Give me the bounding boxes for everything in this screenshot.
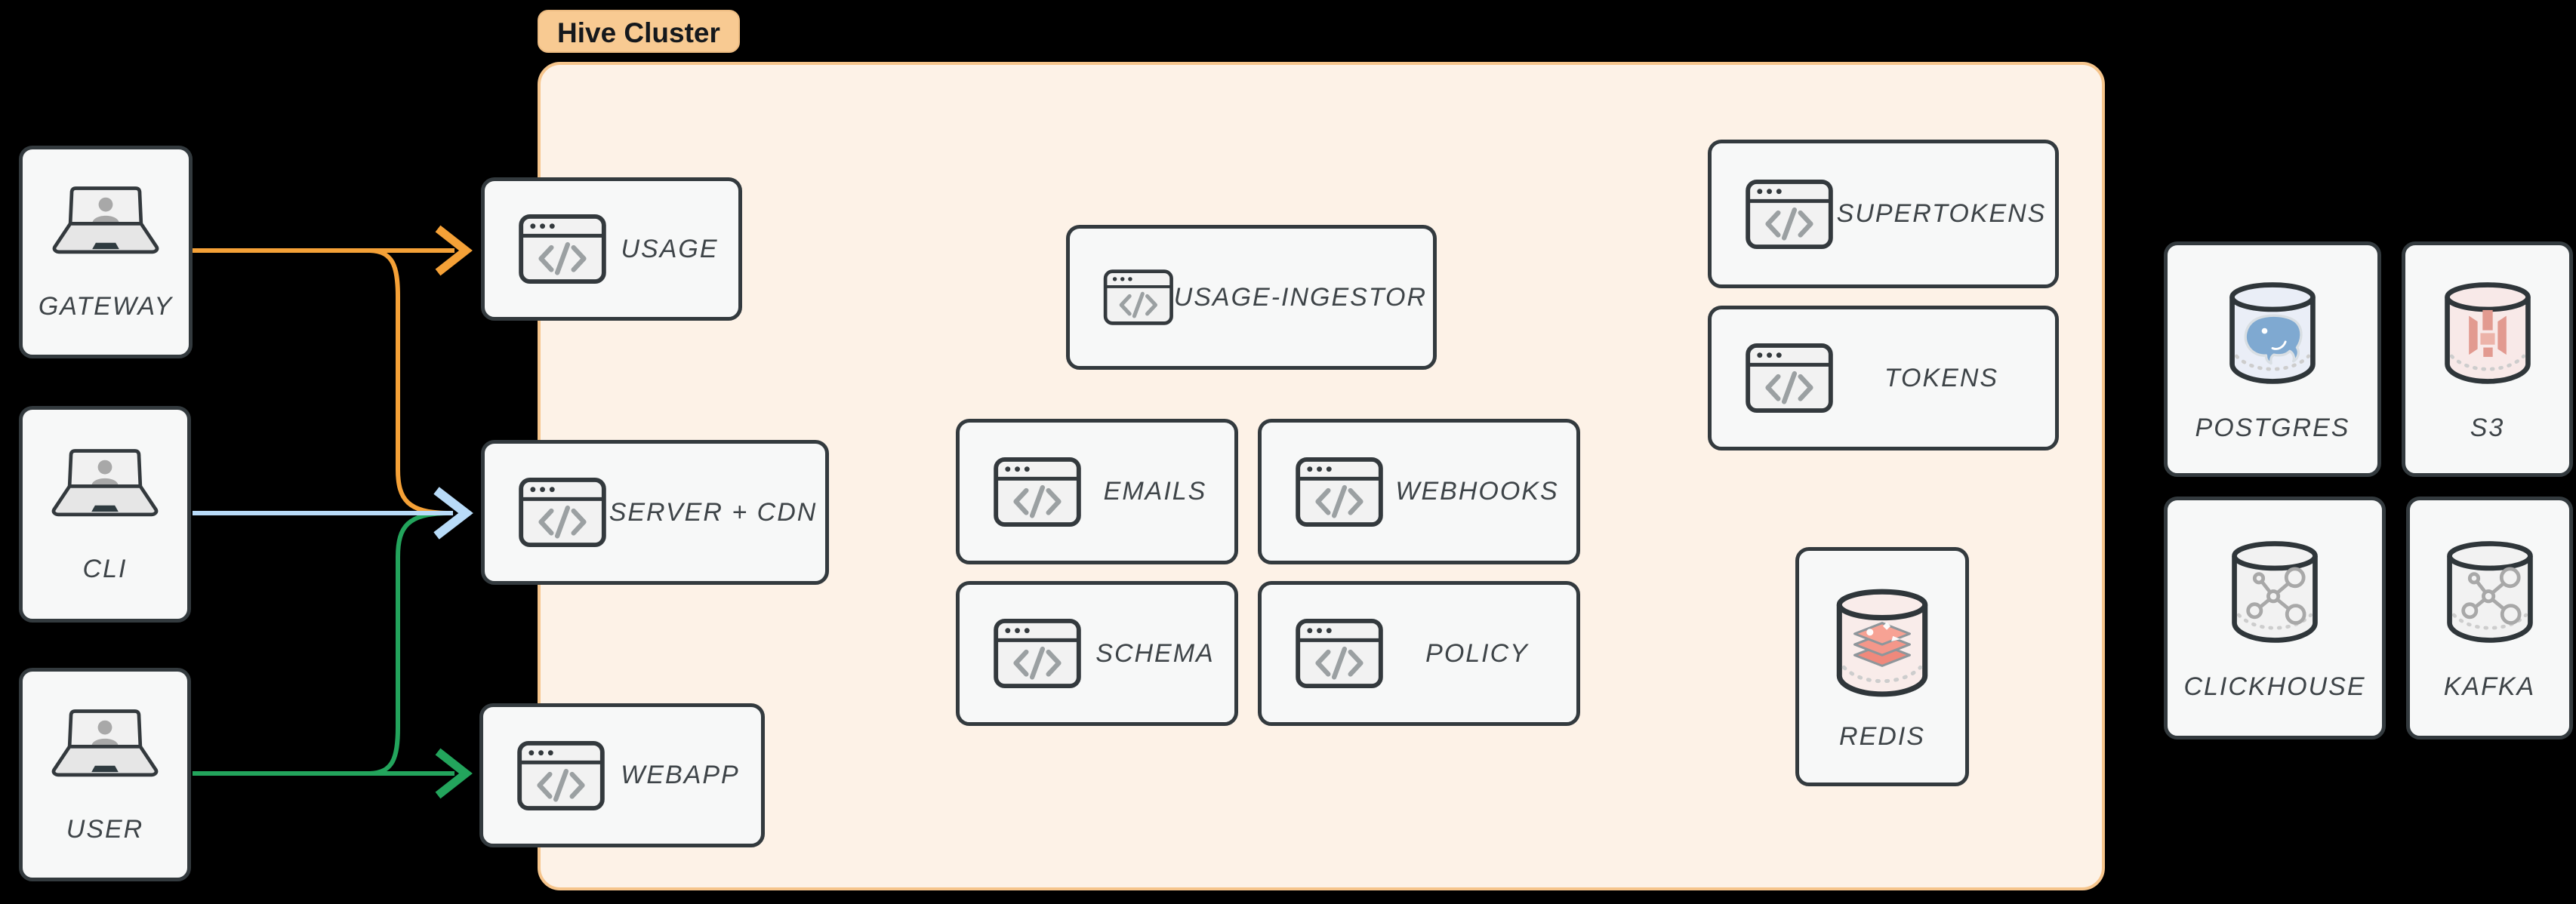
edge-user-to-server-cdn	[369, 511, 448, 776]
node-label: WEBHOOKS	[1395, 477, 1559, 506]
code-window-icon	[994, 618, 1081, 689]
node-label: USAGE-INGESTOR	[1173, 282, 1427, 312]
node-webapp: WEBAPP	[479, 703, 765, 847]
node-label: WEBAPP	[621, 761, 740, 789]
node-label: CLICKHOUSE	[2183, 672, 2366, 701]
code-window-icon	[1296, 618, 1383, 689]
arrowhead-usage	[435, 225, 473, 276]
node-label: USAGE	[621, 234, 719, 263]
node-policy: POLICY	[1258, 581, 1580, 726]
database-cylinder-redis-icon	[1836, 589, 1928, 697]
node-emails: EMAILS	[956, 419, 1238, 564]
node-label: S3	[2470, 414, 2505, 442]
code-window-icon	[1296, 457, 1383, 527]
node-postgres: POSTGRES	[2164, 241, 2381, 477]
code-window-icon	[1746, 343, 1833, 414]
node-label: KAFKA	[2443, 672, 2536, 701]
node-user: USER	[19, 668, 191, 881]
code-window-icon	[519, 477, 606, 548]
node-clickhouse: CLICKHOUSE	[2164, 497, 2386, 739]
node-label: TOKENS	[1884, 363, 1999, 392]
code-window-icon	[519, 214, 606, 284]
node-server-cdn: SERVER + CDN	[481, 440, 829, 585]
node-tokens: TOKENS	[1708, 306, 2059, 450]
node-label: SCHEMA	[1095, 638, 1215, 668]
code-window-icon	[517, 740, 605, 810]
laptop-user-icon	[51, 448, 159, 516]
node-usage: USAGE	[481, 177, 742, 321]
node-label: CLI	[82, 554, 128, 583]
laptop-user-icon	[51, 709, 159, 776]
code-window-icon	[994, 457, 1081, 527]
edge-gateway-to-server-cdn	[369, 248, 448, 515]
node-supertokens: SUPERTOKENS	[1708, 140, 2059, 288]
node-label: POLICY	[1425, 638, 1529, 668]
node-s3: S3	[2402, 241, 2573, 477]
node-label: GATEWAY	[38, 292, 174, 321]
arrowhead-webapp	[435, 748, 473, 799]
node-gateway: GATEWAY	[19, 146, 193, 358]
database-cylinder-network-icon	[2232, 541, 2318, 643]
node-label: EMAILS	[1103, 477, 1207, 506]
database-cylinder-postgres-icon	[2229, 282, 2316, 384]
database-cylinder-s3-icon	[2444, 282, 2531, 384]
node-kafka: KAFKA	[2406, 497, 2573, 739]
laptop-user-icon	[52, 186, 159, 254]
node-webhooks: WEBHOOKS	[1258, 419, 1580, 564]
node-label: SERVER + CDN	[609, 497, 818, 527]
node-label: SUPERTOKENS	[1836, 199, 2047, 228]
node-label: POSTGRES	[2195, 414, 2350, 442]
code-window-icon	[1746, 179, 1833, 249]
node-redis: REDIS	[1795, 547, 1969, 786]
node-label: REDIS	[1839, 722, 1925, 751]
database-cylinder-network-icon	[2446, 541, 2533, 643]
node-label: USER	[66, 814, 144, 844]
node-cli: CLI	[19, 406, 191, 623]
code-window-icon	[1103, 269, 1173, 325]
node-usage-ingestor: USAGE-INGESTOR	[1066, 225, 1437, 370]
arrowhead-server-cdn	[433, 487, 473, 540]
hive-cluster-label: Hive Cluster	[538, 10, 740, 53]
node-schema: SCHEMA	[956, 581, 1238, 726]
